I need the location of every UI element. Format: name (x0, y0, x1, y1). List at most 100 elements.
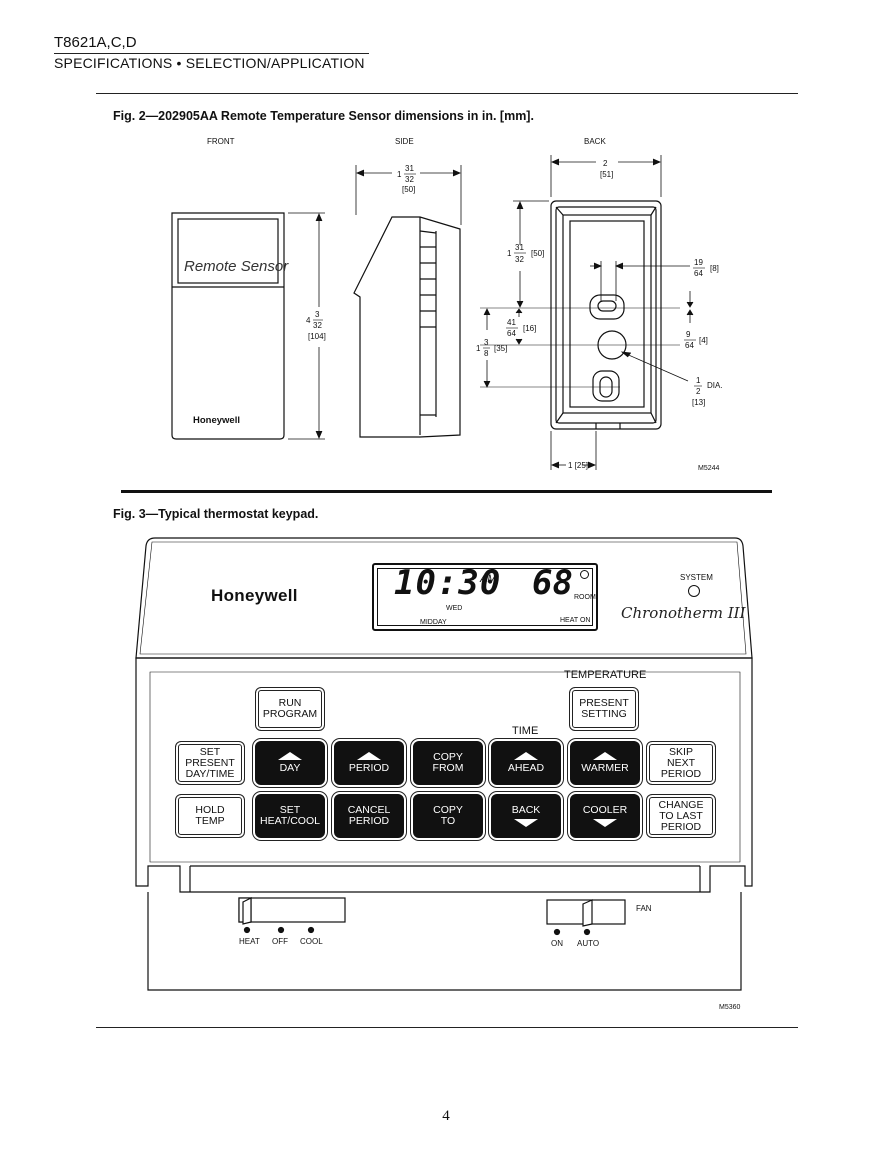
svg-text:[16]: [16] (523, 324, 536, 333)
skip-next-period-button[interactable]: SKIP NEXT PERIOD (646, 741, 716, 785)
svg-text:[4]: [4] (699, 336, 708, 345)
copy-to-button[interactable]: COPY TO (413, 794, 483, 838)
front-script: Remote Sensor (184, 258, 289, 275)
lcd-temperature: 68 (532, 563, 573, 603)
section-heading: SPECIFICATIONS • SELECTION/APPLICATION (54, 55, 365, 71)
lcd-room: ROOM (574, 594, 596, 601)
svg-text:31: 31 (515, 243, 524, 252)
svg-text:32: 32 (405, 175, 414, 184)
svg-text:4: 4 (306, 316, 311, 325)
label-front: FRONT (207, 137, 235, 146)
svg-text:[51]: [51] (600, 170, 613, 179)
system-label: SYSTEM (680, 573, 713, 582)
system-switch (238, 897, 346, 934)
front-view (171, 212, 285, 440)
svg-text:DIA.: DIA. (707, 381, 723, 390)
svg-text:64: 64 (685, 341, 694, 350)
svg-text:1: 1 (696, 376, 701, 385)
svg-text:31: 31 (405, 164, 414, 173)
svg-text:1 [25]: 1 [25] (568, 461, 588, 470)
down-arrow-icon (514, 819, 538, 827)
system-led (688, 585, 700, 597)
down-arrow-icon (593, 819, 617, 827)
svg-text:3: 3 (315, 310, 320, 319)
warmer-button[interactable]: WARMER (570, 741, 640, 785)
svg-text:[50]: [50] (402, 185, 415, 194)
fan-switch (546, 899, 626, 936)
svg-text:32: 32 (515, 255, 524, 264)
fan-label: FAN (636, 904, 652, 913)
svg-text:8: 8 (484, 349, 489, 358)
fan-on-label: ON (551, 939, 563, 948)
svg-text:64: 64 (507, 329, 516, 338)
svg-text:1: 1 (397, 170, 402, 179)
copy-from-button[interactable]: COPY FROM (413, 741, 483, 785)
set-heat-cool-button[interactable]: SET HEAT/COOL (255, 794, 325, 838)
svg-text:19: 19 (694, 258, 703, 267)
section-bullet: • (176, 55, 182, 71)
fig2-title: Fig. 2—202905AA Remote Temperature Senso… (113, 109, 534, 123)
rule-fig-separator (121, 490, 772, 493)
front-brand: Honeywell (193, 415, 240, 426)
lcd-day: WED (446, 605, 463, 612)
fig2-drawing: FRONT SIDE BACK Remote Sensor Honeywell … (171, 137, 723, 472)
svg-text:1: 1 (476, 344, 481, 353)
rule-top (96, 93, 798, 94)
svg-text:9: 9 (686, 330, 691, 339)
svg-text:[35]: [35] (494, 344, 507, 353)
product-script: Chronotherm III (621, 604, 746, 622)
svg-text:M5244: M5244 (698, 465, 720, 472)
lcd-heat-on: HEAT ON (560, 617, 591, 624)
svg-text:1: 1 (507, 249, 512, 258)
rule-bottom (96, 1027, 798, 1028)
present-setting-button[interactable]: PRESENT SETTING (569, 687, 639, 731)
fig3-title: Fig. 3—Typical thermostat keypad. (113, 507, 319, 521)
lcd-time: 10:30 (394, 563, 502, 603)
up-arrow-icon (514, 752, 538, 760)
set-present-day-time-button[interactable]: SET PRESENT DAY/TIME (175, 741, 245, 785)
section-left: SPECIFICATIONS (54, 55, 173, 71)
dim-height (288, 212, 325, 440)
switch-heat-label: HEAT (239, 937, 260, 946)
cancel-period-button[interactable]: CANCEL PERIOD (334, 794, 404, 838)
label-side: SIDE (395, 137, 414, 146)
svg-text:64: 64 (694, 269, 703, 278)
up-arrow-icon (357, 752, 381, 760)
svg-text:[104]: [104] (308, 332, 326, 341)
document-model: T8621A,C,D (54, 34, 137, 51)
svg-text:3: 3 (484, 338, 489, 347)
dim-side (355, 165, 462, 225)
fan-auto-label: AUTO (577, 939, 600, 948)
back-view (550, 200, 662, 430)
svg-text:32: 32 (313, 321, 322, 330)
label-back: BACK (584, 137, 606, 146)
svg-text:[13]: [13] (692, 398, 705, 407)
switch-off-label: OFF (272, 937, 288, 946)
label-time: TIME (512, 725, 539, 737)
header-underline (54, 53, 369, 54)
lcd-ampm: AM (480, 573, 497, 585)
hold-temp-button[interactable]: HOLD TEMP (175, 794, 245, 838)
cooler-button[interactable]: COOLER (570, 794, 640, 838)
svg-text:2: 2 (603, 159, 608, 168)
page-number: 4 (442, 1108, 450, 1124)
switch-cool-label: COOL (300, 937, 323, 946)
thermostat-outline (135, 537, 753, 991)
degree-icon (580, 570, 589, 579)
run-program-button[interactable]: RUN PROGRAM (255, 687, 325, 731)
svg-text:41: 41 (507, 318, 516, 327)
side-view (353, 216, 461, 438)
fig3-code: M5360 (719, 1004, 741, 1011)
dim-back (483, 155, 694, 470)
period-button[interactable]: PERIOD (334, 741, 404, 785)
thermostat-brand: Honeywell (211, 586, 298, 605)
day-button[interactable]: DAY (255, 741, 325, 785)
ahead-button[interactable]: AHEAD (491, 741, 561, 785)
svg-text:[50]: [50] (531, 249, 544, 258)
svg-text:[8]: [8] (710, 264, 719, 273)
change-to-last-period-button[interactable]: CHANGE TO LAST PERIOD (646, 794, 716, 838)
back-button[interactable]: BACK (491, 794, 561, 838)
lcd-display: 10:30 AM 68 ROOM WED MIDDAY HEAT ON (372, 563, 598, 631)
section-right: SELECTION/APPLICATION (185, 55, 365, 71)
lcd-midday: MIDDAY (420, 619, 447, 626)
